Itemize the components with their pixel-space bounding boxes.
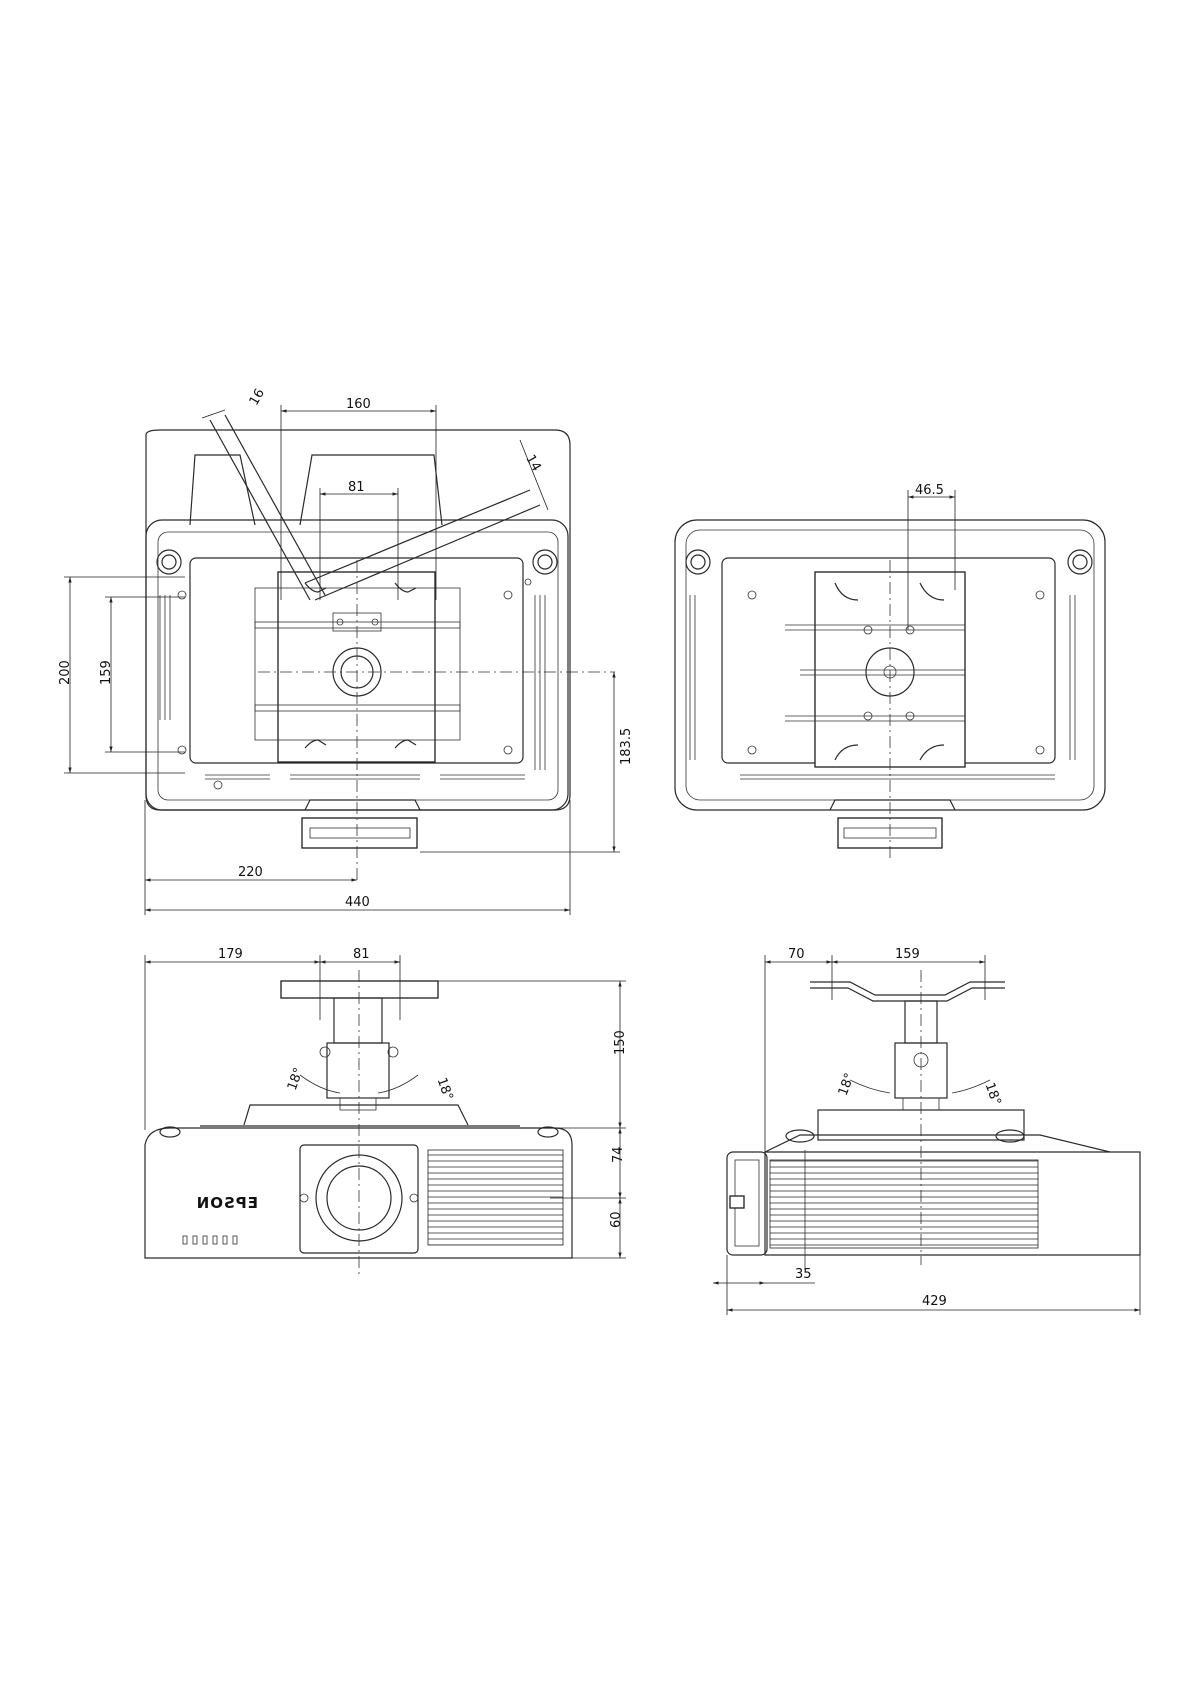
dim-18deg-side-right: 18° <box>982 1081 1004 1108</box>
dim-70: 70 <box>788 947 805 962</box>
dim-220: 220 <box>238 865 263 880</box>
dim-18deg-left: 18° <box>285 1066 307 1093</box>
dim-81-front: 81 <box>353 947 370 962</box>
dim-46-5: 46.5 <box>915 483 944 498</box>
dim-183-5: 183.5 <box>619 728 634 765</box>
dim-440: 440 <box>345 895 370 910</box>
dim-159: 159 <box>99 660 114 685</box>
dim-81: 81 <box>348 480 365 495</box>
dim-200: 200 <box>58 660 73 685</box>
view-front: EPSON <box>145 970 572 1275</box>
dim-16: 16 <box>247 386 268 408</box>
dim-150: 150 <box>613 1030 628 1055</box>
dim-159-side: 159 <box>895 947 920 962</box>
dim-18deg-right: 18° <box>434 1076 456 1103</box>
epson-logo: EPSON <box>196 1194 258 1212</box>
dim-35: 35 <box>795 1267 812 1282</box>
view-bottom <box>146 415 615 880</box>
view-bottom-alt <box>675 520 1105 860</box>
dim-74: 74 <box>611 1146 626 1163</box>
view-side <box>727 970 1140 1270</box>
dim-429: 429 <box>922 1294 947 1309</box>
dim-14: 14 <box>522 452 543 474</box>
dim-60: 60 <box>609 1211 624 1228</box>
dim-18deg-side-left: 18° <box>836 1071 858 1098</box>
dim-160: 160 <box>346 397 371 412</box>
dim-179: 179 <box>218 947 243 962</box>
dims-side: 70 159 18° 18° 35 429 <box>713 947 1140 1315</box>
